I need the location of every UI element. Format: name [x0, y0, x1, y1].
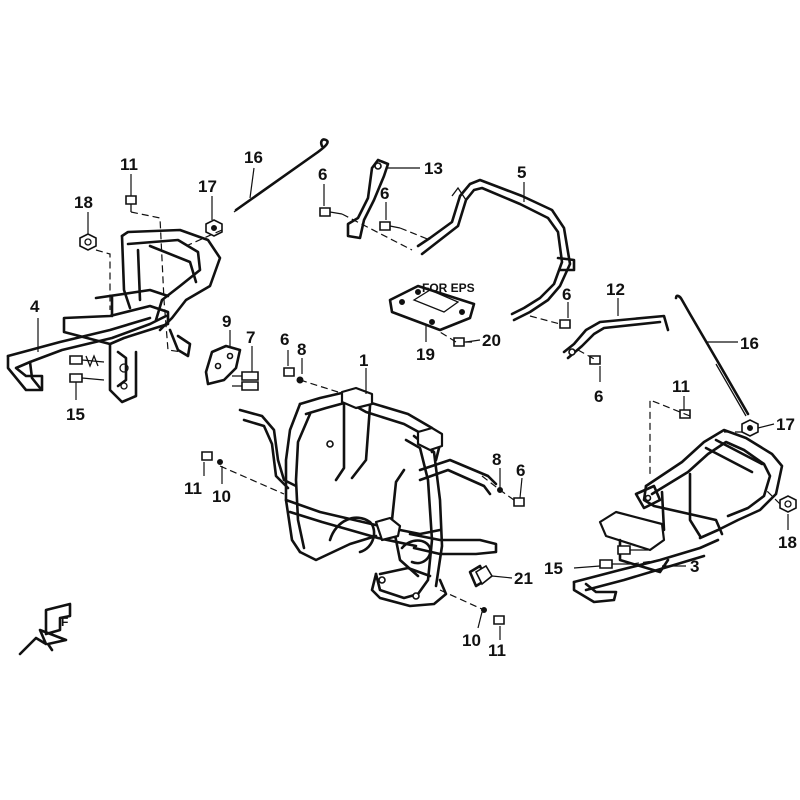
part-5-upper-tube — [416, 178, 576, 322]
part-1-main-frame — [238, 386, 498, 608]
callout-6-tube: 6 — [562, 285, 571, 304]
callout-16-right: 16 — [740, 334, 759, 353]
callout-12: 12 — [606, 280, 625, 299]
part-16-rod-left — [233, 138, 329, 213]
callout-6-frame-right: 6 — [516, 461, 525, 480]
callout-1: 1 — [359, 351, 368, 370]
part-16-rod-right — [674, 294, 750, 417]
callout-15-right: 15 — [544, 559, 563, 578]
callout-6-top-b: 6 — [380, 184, 389, 203]
callout-16-left: 16 — [244, 148, 263, 167]
callout-4: 4 — [30, 297, 40, 316]
callout-10-bottom: 10 — [462, 631, 481, 650]
part-13-bracket — [346, 158, 390, 240]
callout-11-bottom: 11 — [488, 641, 506, 660]
callout-7: 7 — [246, 328, 255, 347]
callout-18-left: 18 — [74, 193, 93, 212]
direction-mark-label: F — [61, 615, 68, 629]
callout-17-right: 17 — [776, 415, 795, 434]
callout-3: 3 — [690, 557, 699, 576]
part-9-bracket — [204, 344, 242, 386]
callout-13: 13 — [424, 159, 443, 178]
part-3-rear-carrier — [572, 428, 784, 604]
leader-lines — [37, 167, 789, 640]
callout-11-right: 11 — [672, 377, 690, 396]
callout-20: 20 — [482, 331, 501, 350]
callout-15-left: 15 — [66, 405, 85, 424]
callout-6-frame-left: 6 — [280, 330, 289, 349]
part-19-eps-plate — [388, 284, 476, 332]
eps-note: FOR EPS — [422, 281, 475, 295]
callout-8-frame-right: 8 — [492, 450, 501, 469]
callout-6-bar: 6 — [594, 387, 603, 406]
callout-11-frame-left: 11 — [184, 479, 202, 498]
callout-18-right: 18 — [778, 533, 797, 552]
callout-21: 21 — [514, 569, 533, 588]
front-direction-mark: F — [18, 602, 72, 656]
assembly-lines — [95, 211, 781, 611]
callout-10-frame-left: 10 — [212, 487, 231, 506]
callout-6-top-a: 6 — [318, 165, 327, 184]
callout-11-top-left: 11 — [120, 155, 138, 174]
part-12-bar — [562, 314, 670, 360]
callout-5: 5 — [517, 163, 526, 182]
callout-9: 9 — [222, 312, 231, 331]
part-4-front-carrier — [6, 228, 222, 404]
callout-8-frame-left: 8 — [297, 340, 306, 359]
hardware-items — [69, 195, 797, 625]
callout-17-left: 17 — [198, 177, 217, 196]
callout-labels: 11 16 17 18 4 15 9 7 6 8 1 6 6 13 5 FOR … — [30, 148, 797, 660]
callout-19: 19 — [416, 345, 435, 364]
